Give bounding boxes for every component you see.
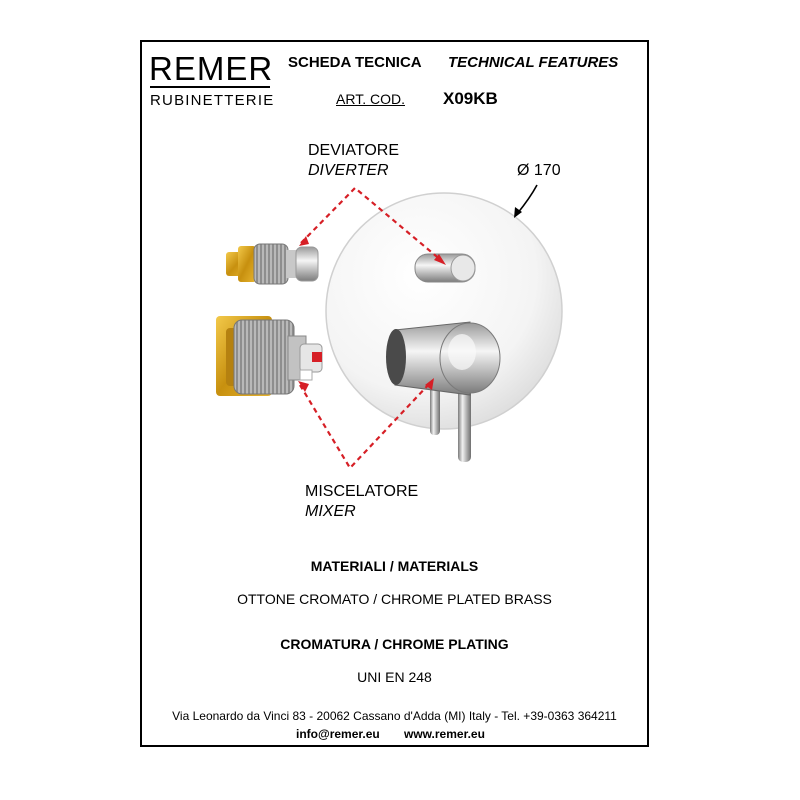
technical-sheet-frame — [140, 40, 649, 747]
brand-divider — [150, 86, 270, 88]
footer-email[interactable]: info@remer.eu — [296, 727, 380, 741]
diameter-label: Ø 170 — [517, 162, 561, 179]
callout-lines — [299, 186, 443, 470]
diverter-label-en: DIVERTER — [308, 162, 389, 179]
technical-features-title: TECHNICAL FEATURES — [448, 54, 619, 71]
materials-title: MATERIALI / MATERIALS — [310, 558, 479, 574]
plating-title: CROMATURA / CHROME PLATING — [280, 636, 509, 652]
art-code-value: X09KB — [443, 89, 498, 108]
diverter-cartridge-shape — [226, 243, 319, 285]
brand-logo: REMER — [149, 50, 274, 87]
cover-plate-shape — [325, 192, 563, 430]
brand-subtitle: RUBINETTERIE — [150, 92, 275, 109]
mixer-cartridge-shape — [216, 316, 323, 396]
footer-address: Via Leonardo da Vinci 83 - 20062 Cassano… — [172, 709, 617, 723]
mixer-label-it: MISCELATORE — [305, 483, 419, 500]
scheda-tecnica-title: SCHEDA TECNICA — [288, 54, 422, 71]
mixer-label-en: MIXER — [305, 503, 356, 520]
footer-website[interactable]: www.remer.eu — [404, 727, 485, 741]
plating-value: UNI EN 248 — [357, 669, 432, 685]
art-cod-label: ART. COD. — [336, 91, 405, 107]
diverter-label-it: DEVIATORE — [308, 142, 399, 159]
materials-value: OTTONE CROMATO / CHROME PLATED BRASS — [237, 591, 552, 607]
